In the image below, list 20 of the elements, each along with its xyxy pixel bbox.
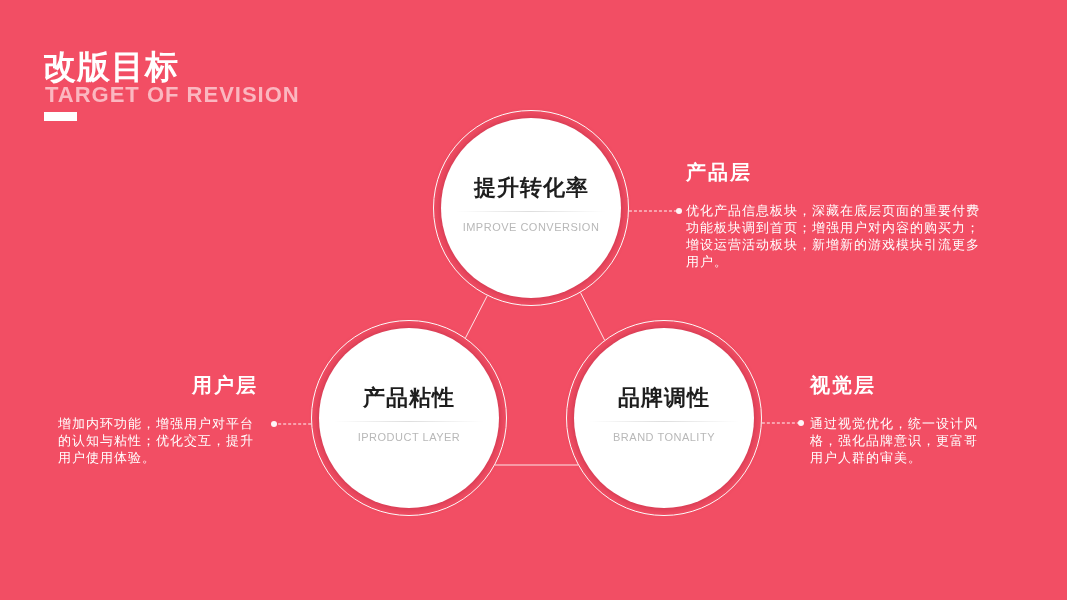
connector-line (580, 292, 606, 341)
dashed-connector (271, 421, 312, 427)
dashed-connector (628, 208, 682, 214)
subtitle-text: TARGET OF REVISION (45, 84, 300, 106)
section-description: 通过视觉优化，统一设计风格，强化品牌意识，更富哥用户人群的审美。 (810, 415, 979, 466)
section-heading: 用户层 (192, 373, 258, 398)
circle-subtitle: BRAND TONALITY (613, 430, 715, 444)
circle-subtitle: IPRODUCT LAYER (357, 430, 461, 444)
section-heading: 视觉层 (810, 373, 876, 398)
connector-line (465, 295, 488, 339)
section-heading: 产品层 (686, 160, 752, 185)
dashed-connector (761, 420, 804, 426)
connector-line (494, 464, 579, 466)
section-description: 增加内环功能，增强用户对平台的认知与粘性；优化交互，提升用户使用体验。 (58, 415, 255, 466)
section-description: 优化产品信息板块，深藏在底层页面的重要付费功能板块调到首页；增强用户对内容的购买力；增设运营活动板块，新增新的游戏模块引流更多用户。 (686, 202, 981, 270)
page-title: 改版目标 (43, 50, 179, 83)
circle-title: 提升转化率 (473, 174, 589, 202)
circle-title: 品牌调性 (618, 384, 710, 412)
circle-subtitle: IMPROVE CONVERSION (462, 220, 600, 234)
circle-title: 产品粘性 (363, 384, 455, 412)
